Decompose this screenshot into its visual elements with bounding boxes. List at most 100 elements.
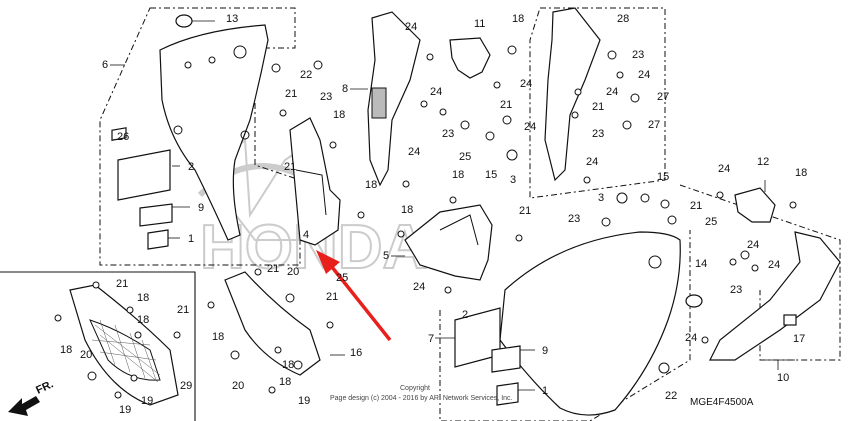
callout-21[interactable]: 21 [285, 88, 297, 100]
callout-23[interactable]: 23 [592, 128, 604, 140]
callout-20[interactable]: 20 [80, 349, 92, 361]
callout-18[interactable]: 18 [365, 179, 377, 191]
callout-11[interactable]: 11 [474, 18, 485, 30]
callout-18[interactable]: 18 [401, 204, 413, 216]
scoop-assembly [69, 284, 179, 406]
callout-24[interactable]: 24 [405, 21, 417, 33]
callout-24[interactable]: 24 [413, 281, 425, 293]
callout-20[interactable]: 20 [287, 266, 299, 278]
callout-17[interactable]: 17 [793, 333, 805, 345]
callout-18[interactable]: 18 [60, 344, 72, 356]
callout-12[interactable]: 12 [757, 156, 769, 168]
side-cowl-part-7 [499, 231, 681, 416]
callout-23[interactable]: 23 [730, 284, 742, 296]
callout-27[interactable]: 27 [657, 91, 669, 103]
pad-part-1 [147, 229, 169, 250]
callout-22[interactable]: 22 [665, 390, 677, 402]
callout-4[interactable]: 4 [303, 229, 309, 241]
callout-21[interactable]: 21 [519, 205, 531, 217]
callout-18[interactable]: 18 [795, 167, 807, 179]
callout-20[interactable]: 20 [232, 380, 244, 392]
group-frame-7 [439, 230, 691, 421]
callout-24[interactable]: 24 [638, 69, 650, 81]
callout-18[interactable]: 18 [279, 376, 291, 388]
callout-14[interactable]: 14 [695, 258, 707, 270]
callout-29[interactable]: 29 [180, 380, 192, 392]
callout-5[interactable]: 5 [383, 250, 389, 262]
callout-9[interactable]: 9 [198, 202, 204, 214]
side-trim-part-10 [709, 231, 841, 361]
callout-18[interactable]: 18 [282, 359, 294, 371]
callout-21[interactable]: 21 [177, 304, 189, 316]
callout-21[interactable]: 21 [267, 263, 279, 275]
callout-18[interactable]: 18 [137, 292, 149, 304]
callout-26[interactable]: 26 [117, 131, 129, 143]
callout-22[interactable]: 22 [300, 69, 312, 81]
callout-21[interactable]: 21 [326, 291, 338, 303]
bottom-left-box [0, 271, 196, 421]
callout-18[interactable]: 18 [212, 331, 224, 343]
group-frame-6 [99, 7, 301, 266]
callout-24[interactable]: 24 [430, 86, 442, 98]
callout-24[interactable]: 24 [586, 156, 598, 168]
callout-16[interactable]: 16 [350, 347, 362, 359]
callout-15[interactable]: 15 [485, 169, 497, 181]
callout-3[interactable]: 3 [598, 192, 604, 204]
callout-24[interactable]: 24 [718, 163, 730, 175]
upper-cowl-part-6 [159, 24, 269, 241]
callout-13[interactable]: 13 [226, 13, 238, 25]
pad-part-2 [117, 149, 171, 201]
callout-2[interactable]: 2 [188, 161, 194, 173]
panel-part-4 [289, 117, 341, 246]
callout-21[interactable]: 21 [116, 278, 128, 290]
callout-24[interactable]: 24 [524, 121, 536, 133]
bracket-part-11 [449, 37, 491, 79]
callout-24[interactable]: 24 [747, 239, 759, 251]
callout-18[interactable]: 18 [137, 314, 149, 326]
callout-23[interactable]: 23 [320, 91, 332, 103]
diagram-code: MGE4F4500A [690, 397, 754, 408]
callout-9[interactable]: 9 [542, 345, 548, 357]
pad-part-1b [496, 382, 519, 406]
callout-24[interactable]: 24 [408, 146, 420, 158]
callout-18[interactable]: 18 [333, 109, 345, 121]
callout-25[interactable]: 25 [459, 151, 471, 163]
callout-24[interactable]: 24 [606, 86, 618, 98]
callout-6[interactable]: 6 [102, 59, 108, 71]
callout-23[interactable]: 23 [442, 128, 454, 140]
callout-24[interactable]: 24 [520, 78, 532, 90]
copyright-line1: Copyright [400, 385, 430, 392]
callout-23[interactable]: 23 [568, 213, 580, 225]
pointer-arrow [316, 250, 392, 342]
callout-1[interactable]: 1 [542, 385, 548, 397]
callout-3[interactable]: 3 [510, 174, 516, 186]
bracket-part-12 [734, 187, 776, 223]
callout-8[interactable]: 8 [342, 83, 348, 95]
scoop-part-16 [224, 271, 321, 376]
callout-18[interactable]: 18 [452, 169, 464, 181]
callout-21[interactable]: 21 [690, 200, 702, 212]
callout-27[interactable]: 27 [648, 119, 660, 131]
inner-panel-part-5 [404, 204, 493, 281]
callout-10[interactable]: 10 [777, 372, 789, 384]
direction-label: FR. [34, 378, 55, 396]
callout-19[interactable]: 19 [119, 404, 131, 416]
callout-21[interactable]: 21 [500, 99, 512, 111]
callout-7[interactable]: 7 [428, 333, 434, 345]
callout-19[interactable]: 19 [298, 395, 310, 407]
callout-21[interactable]: 21 [284, 161, 296, 173]
callout-23[interactable]: 23 [632, 49, 644, 61]
callout-15[interactable]: 15 [657, 171, 669, 183]
callout-2[interactable]: 2 [462, 309, 468, 321]
callout-25[interactable]: 25 [336, 272, 348, 284]
callout-21[interactable]: 21 [592, 101, 604, 113]
callout-25[interactable]: 25 [705, 216, 717, 228]
callout-28[interactable]: 28 [617, 13, 629, 25]
callout-24[interactable]: 24 [768, 259, 780, 271]
callout-1[interactable]: 1 [188, 233, 194, 245]
copyright-line2: Page design (c) 2004 - 2016 by ARI Netwo… [330, 395, 513, 402]
callout-24[interactable]: 24 [685, 332, 697, 344]
callout-18[interactable]: 18 [512, 13, 524, 25]
callout-19[interactable]: 19 [141, 395, 153, 407]
